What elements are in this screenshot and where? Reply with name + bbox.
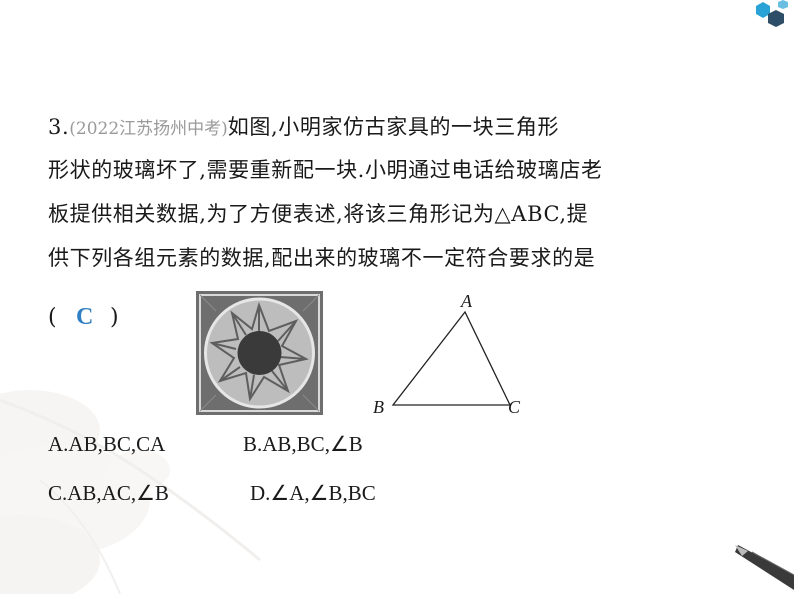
question-text-1: 如图,小明家仿古家具的一块三角形 [227,115,560,139]
blossom-decoration [0,390,261,594]
answer-open-paren: ( [48,305,57,330]
hexagon-logo-icon [756,0,788,27]
answer-close-paren: ) [110,305,119,330]
answer-letter: C [76,304,94,330]
option-d: D.∠A,∠B,BC [250,481,376,505]
option-b: B.AB,BC,∠B [243,432,363,456]
question-line-1: 3.(2022江苏扬州中考)如图,小明家仿古家具的一块三角形 [48,112,559,144]
option-a: A.AB,BC,CA [48,432,166,456]
triangle-figure [391,310,512,406]
vertex-b-label: B [373,397,384,417]
question-number: 3. [48,115,70,139]
option-c: C.AB,AC,∠B [48,481,169,505]
vertex-a-label: A [461,291,472,311]
vertex-c-label: C [508,397,521,417]
question-source: (2022江苏扬州中考) [69,119,228,139]
question-line-2: 形状的玻璃坏了,需要重新配一块.小明通过电话给玻璃店老 [48,158,603,182]
brush-icon [735,545,794,590]
question-line-3: 板提供相关数据,为了方便表述,将该三角形记为△ABC,提 [48,202,589,226]
question-line-4: 供下列各组元素的数据,配出来的玻璃不一定符合要求的是 [48,246,596,270]
lattice-window-image [196,291,323,415]
